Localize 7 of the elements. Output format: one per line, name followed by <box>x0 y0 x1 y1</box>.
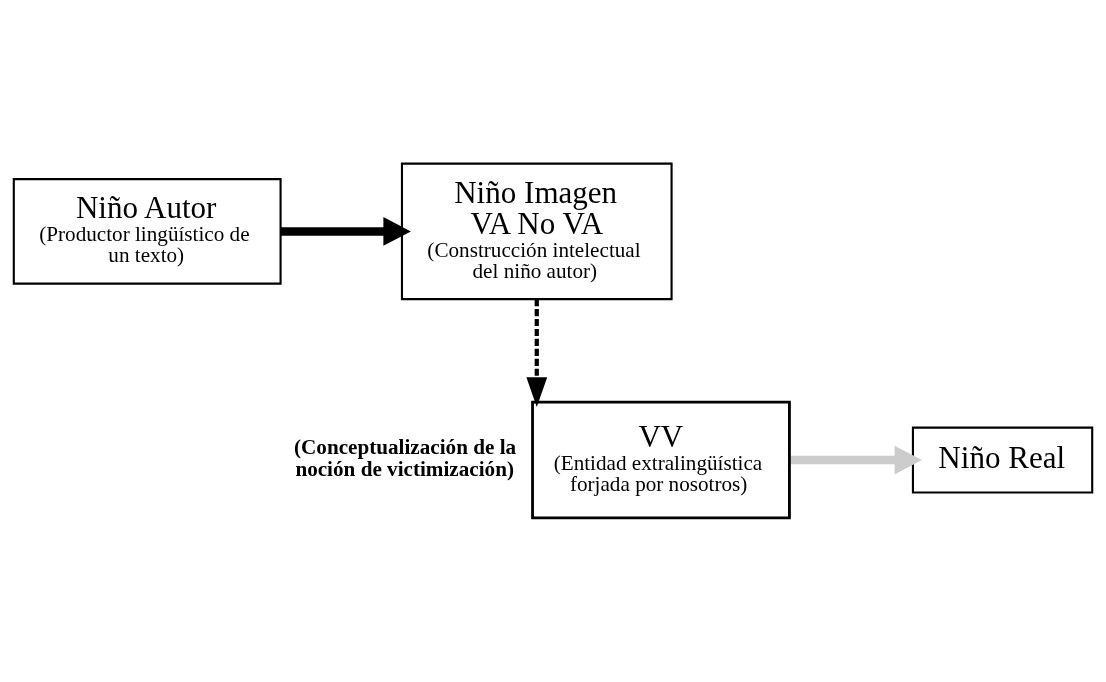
arrow <box>791 445 923 474</box>
node-box: Niño Autor (Productor lingüístico de un texto) <box>12 177 282 285</box>
node-label: (Conceptualización de la noción de victimización) <box>293 434 517 481</box>
arrow <box>280 216 411 246</box>
node-box: Niño Real <box>911 426 1094 494</box>
node-box: Niño Imagen VA No VA (Construcción intelectual del niño autor) <box>400 162 673 300</box>
arrow <box>526 298 548 407</box>
